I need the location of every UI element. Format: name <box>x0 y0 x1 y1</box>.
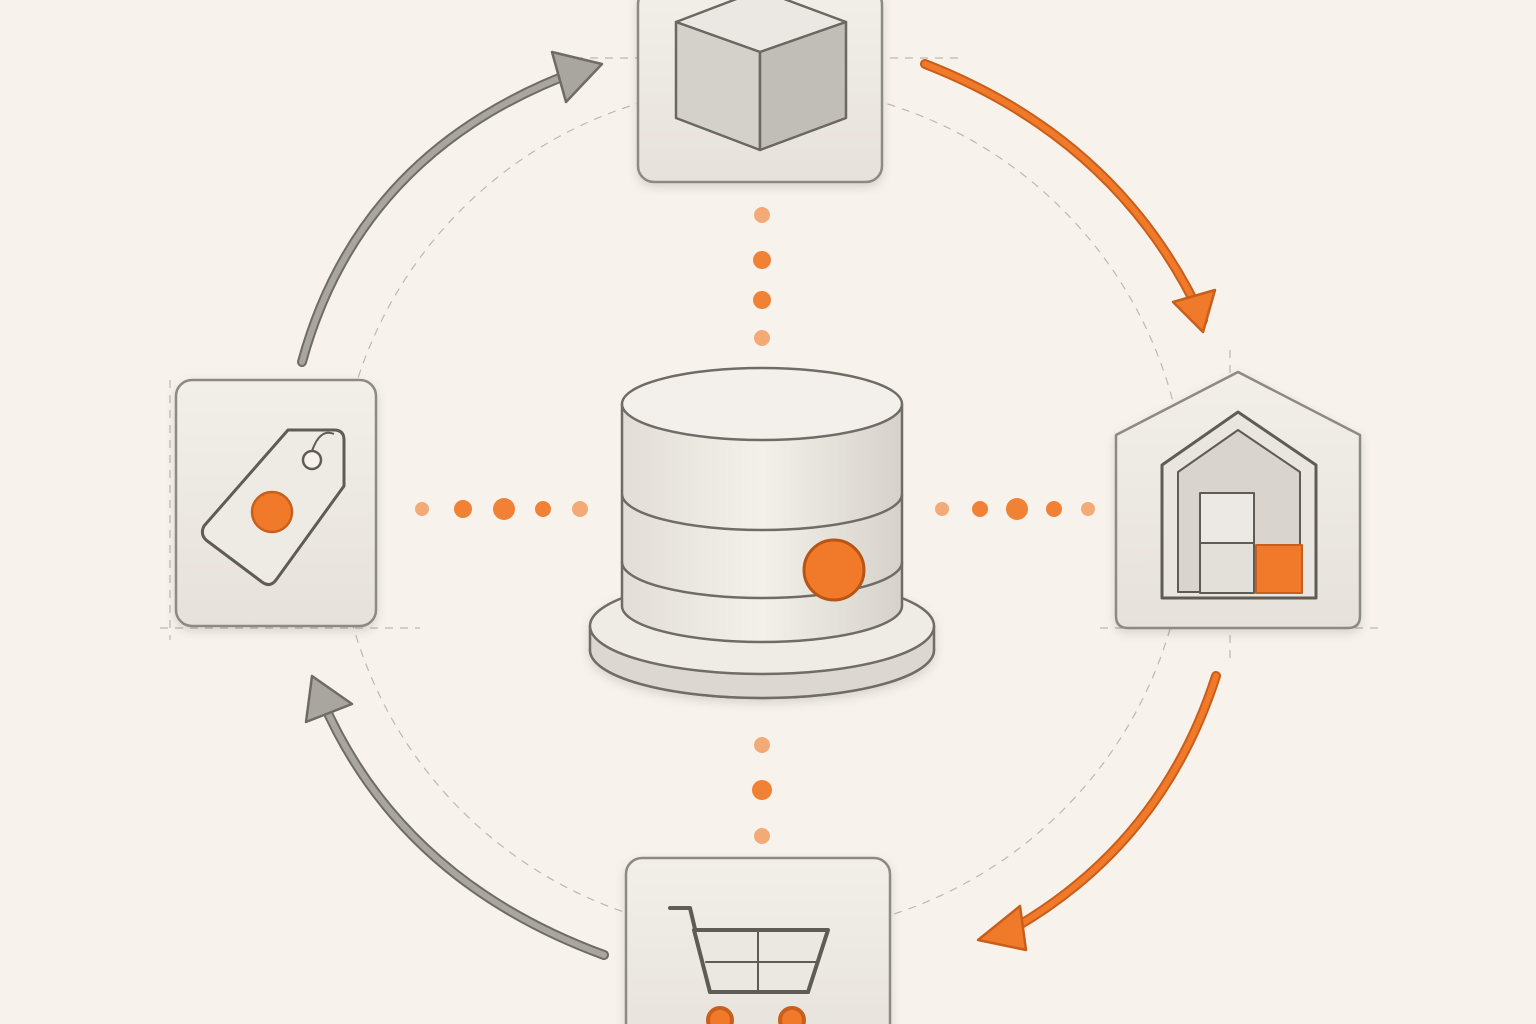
connector-dot <box>935 502 949 516</box>
arrow-body <box>299 67 583 365</box>
connector-dot <box>753 291 771 309</box>
connector-dot <box>754 828 770 844</box>
warehouse-node[interactable] <box>1114 370 1362 630</box>
status-dot-icon <box>802 538 866 602</box>
box-icon <box>1199 492 1255 544</box>
connector-dot <box>535 501 551 517</box>
connector-dot <box>752 780 772 800</box>
box-icon <box>1199 542 1255 594</box>
shopping-cart-icon <box>668 906 830 1024</box>
connector-dot <box>572 501 588 517</box>
connector-dot <box>972 501 988 517</box>
arrow-head-icon <box>976 904 1028 952</box>
connector-dot <box>753 251 771 269</box>
price-tag-node[interactable] <box>174 378 378 628</box>
cart-node[interactable] <box>624 856 892 1024</box>
connector-database-to-cart <box>752 737 772 844</box>
connector-dot <box>415 502 429 516</box>
connector-dot <box>1046 501 1062 517</box>
arrow-outline <box>995 671 1221 941</box>
flow-arrow-warehouse-to-cart <box>976 671 1221 952</box>
flow-arrow-product-to-warehouse <box>920 59 1217 334</box>
connector-dot <box>754 737 770 753</box>
connector-dot <box>1081 502 1095 516</box>
connectors <box>415 207 1095 844</box>
arrow-outline <box>297 65 585 367</box>
cart-wheel-icon <box>706 1006 734 1024</box>
highlight-box-icon <box>1255 544 1303 594</box>
arrow-body <box>997 673 1219 939</box>
connector-dot <box>754 330 770 346</box>
arrow-head-icon <box>304 674 354 724</box>
arrow-body <box>319 697 607 958</box>
cart-wheel-icon <box>778 1006 806 1024</box>
connector-dot <box>454 500 472 518</box>
connector-dot <box>1006 498 1028 520</box>
connector-database-to-warehouse <box>935 498 1095 520</box>
flow-arrows <box>297 50 1221 960</box>
connector-dot <box>493 498 515 520</box>
database-icon <box>620 366 904 644</box>
connector-database-to-price <box>415 498 588 520</box>
arrow-head-icon <box>1171 288 1217 334</box>
warehouse-icon <box>1160 410 1318 600</box>
cube-icon <box>674 0 848 152</box>
database-node[interactable] <box>588 366 936 700</box>
connector-database-to-product <box>753 207 771 346</box>
price-tag-icon <box>200 428 346 587</box>
product-node[interactable] <box>636 0 884 184</box>
tag-dot-icon <box>250 490 294 534</box>
connector-dot <box>754 207 770 223</box>
tag-hole-icon <box>301 449 323 471</box>
arrow-outline <box>920 59 1208 325</box>
flow-arrow-cart-to-price <box>304 674 609 960</box>
flow-arrow-price-to-product <box>297 50 604 367</box>
arrow-body <box>922 61 1206 323</box>
arrow-outline <box>317 695 609 960</box>
arrow-head-icon <box>550 50 604 104</box>
